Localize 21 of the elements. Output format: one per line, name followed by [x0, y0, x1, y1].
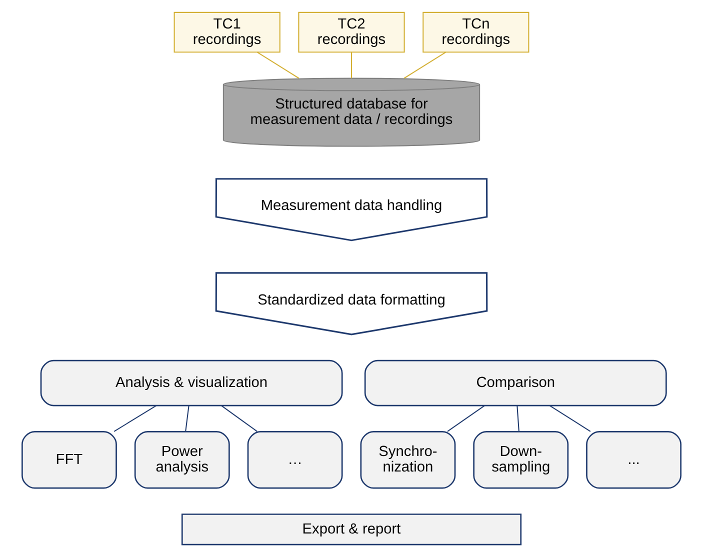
node-box: FFT [22, 430, 117, 489]
node-box: ... [586, 430, 682, 489]
node-box: TC2 recordings [298, 12, 405, 53]
connector [447, 405, 485, 432]
connector [185, 406, 190, 432]
node-box: Power analysis [134, 430, 230, 489]
node-box: Comparison [364, 360, 667, 406]
node-box: Export & report [181, 514, 522, 546]
node-box: Down- sampling [473, 430, 569, 489]
connector [404, 52, 446, 79]
connector [516, 406, 520, 432]
node-box: Synchro- nization [360, 430, 456, 489]
node-box: Analysis & visualization [40, 360, 343, 406]
connector [550, 405, 591, 432]
connector [350, 52, 352, 78]
node-box: TCn recordings [422, 12, 530, 53]
node-box: TC1 recordings [174, 12, 280, 53]
connector [114, 405, 156, 432]
connector [221, 405, 258, 432]
node-box: … [247, 430, 343, 489]
connector [256, 52, 300, 79]
